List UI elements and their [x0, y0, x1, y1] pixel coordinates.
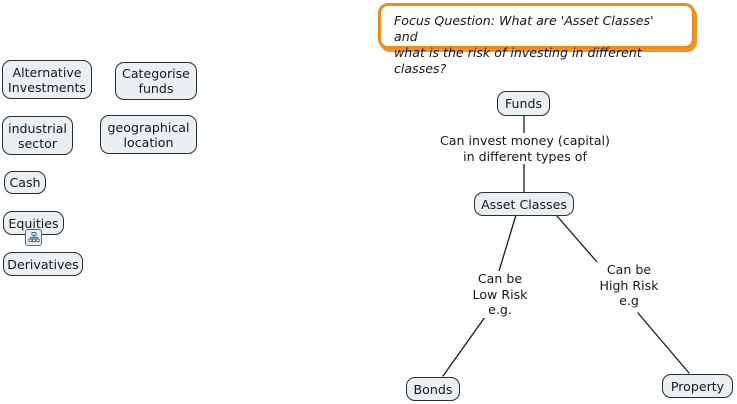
node-cash[interactable]: Cash: [4, 171, 46, 194]
node-bonds[interactable]: Bonds: [406, 377, 460, 401]
edge-label-low-risk[interactable]: Can be Low Risk e.g.: [467, 271, 533, 318]
node-industrial-sector[interactable]: industrial sector: [2, 116, 73, 155]
focus-question-box[interactable]: Focus Question: What are 'Asset Classes'…: [378, 3, 695, 76]
node-funds[interactable]: Funds: [497, 91, 550, 116]
node-geographical-location[interactable]: geographical location: [100, 115, 197, 154]
concept-map-icon[interactable]: [25, 229, 42, 246]
node-alternative-investments[interactable]: Alternative Investments: [2, 60, 92, 99]
edge-label-funds-to-asset-classes[interactable]: Can invest money (capital) in different …: [439, 133, 611, 164]
node-asset-classes[interactable]: Asset Classes: [474, 192, 574, 216]
node-derivatives[interactable]: Derivatives: [3, 252, 83, 276]
edge-high-risk-to-property: [637, 312, 690, 374]
edge-asset-classes-to-low-risk: [498, 214, 517, 272]
node-categorise-funds[interactable]: Categorise funds: [115, 62, 197, 100]
edge-asset-classes-to-high-risk: [556, 215, 598, 263]
edge-label-high-risk[interactable]: Can be High Risk e.g: [593, 262, 665, 309]
edge-low-risk-to-bonds: [442, 316, 486, 377]
node-property[interactable]: Property: [662, 374, 733, 398]
